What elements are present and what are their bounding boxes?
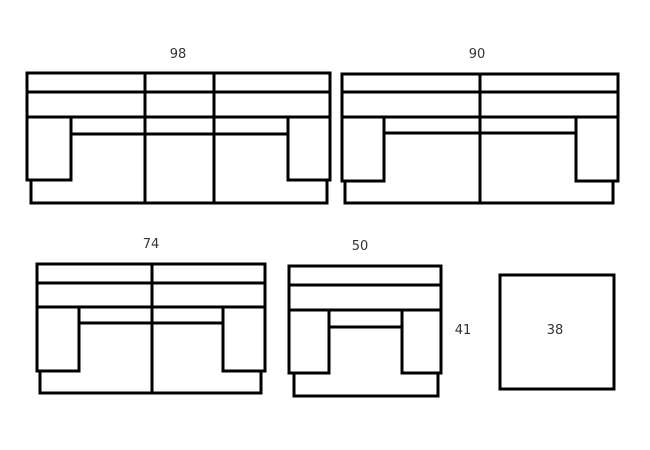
- sofa-2-seat-large: 90: [340, 47, 620, 205]
- size-label-38: 38: [547, 323, 564, 338]
- width-label-74: 74: [143, 237, 160, 252]
- sofa-3-seat: 98: [25, 47, 332, 205]
- ottoman: 38: [498, 273, 616, 391]
- armchair: 50 41: [287, 239, 472, 398]
- width-label-90: 90: [469, 47, 486, 62]
- width-label-98: 98: [170, 47, 187, 62]
- sofa-2-seat: 74: [35, 237, 267, 395]
- depth-label-41: 41: [455, 323, 472, 338]
- width-label-50: 50: [352, 239, 369, 254]
